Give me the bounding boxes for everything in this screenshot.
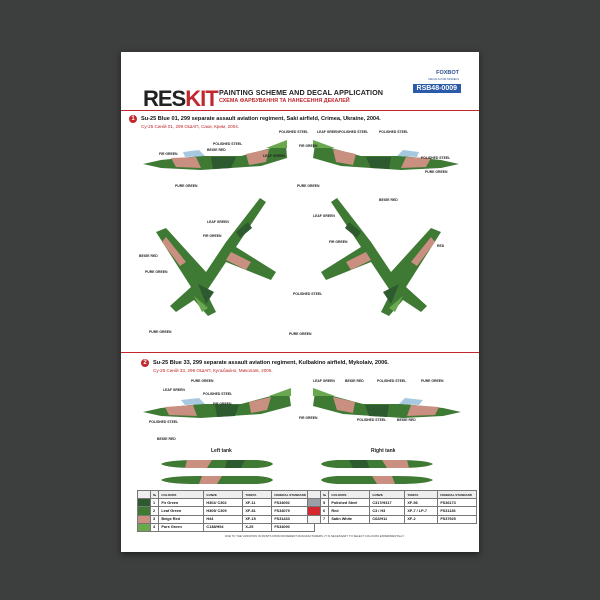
legend-row: 1 Fir Green H302/ C302 XF-11 FS34092: [137, 498, 316, 508]
legend-header: № COLOURS GUNZE TAMIYA FEDERAL STANDARD: [307, 489, 478, 500]
label-polished-steel-6: POLISHED STEEL: [293, 292, 323, 296]
left-tank-label: Left tank: [211, 448, 232, 454]
aircraft-2-side-left: [143, 388, 291, 418]
label-beige-red-4: BEIGE RED: [157, 437, 176, 441]
header-divider: [121, 110, 479, 111]
label-leaf-green: LEAF GREEN: [317, 130, 339, 134]
left-tank-top: [161, 460, 273, 484]
reskit-logo: RESKIT: [143, 86, 219, 111]
aircraft-1-top-view: [156, 198, 276, 316]
sheet-title: PAINTING SCHEME AND DECAL APPLICATION: [219, 88, 384, 97]
label-polished-steel: POLISHED STEEL: [279, 130, 309, 134]
swatch: [137, 506, 151, 516]
legend-row: 7 Satin White C62/H11 XF-2 FS37925: [307, 514, 478, 524]
label-fir-green-5: FIR GREEN: [213, 402, 232, 406]
swatch: [137, 522, 151, 532]
aircraft-2-side-right: [313, 388, 461, 418]
label-polished-steel-10: POLISHED STEEL: [357, 418, 387, 422]
label-polished-steel-9: POLISHED STEEL: [377, 379, 407, 383]
label-pure-green-2: PURE GREEN: [175, 184, 198, 188]
legend-footnote: DUE TO THE VARIATION IN PAINTS FROM DIFF…: [225, 534, 405, 538]
label-red: RED: [437, 244, 445, 248]
label-leaf-green-4: LEAF GREEN: [313, 214, 335, 218]
label-polished-steel-3: POLISHED STEEL: [379, 130, 409, 134]
aircraft-1-side-left: [143, 140, 287, 170]
label-beige-red-2: BEIGE RED: [379, 198, 398, 202]
legend-row: 6 Red C3 / H3 XF-7 / LP-7 FS31136: [307, 506, 478, 516]
label-leaf-green-5: LEAF GREEN: [163, 388, 185, 392]
section-2-number: 2: [141, 359, 149, 367]
aircraft-1-side-right: [313, 140, 459, 170]
label-leaf-green-3: LEAF GREEN: [207, 220, 229, 224]
label-fir-green-3: FIR GREEN: [203, 234, 222, 238]
instruction-sheet: RESKIT PAINTING SCHEME AND DECAL APPLICA…: [121, 52, 479, 552]
label-pure-green-3: PURE GREEN: [297, 184, 320, 188]
section-1-subtitle: Су-25 Синій 01, 299 ОШАП, Саки, Крим, 20…: [141, 124, 240, 129]
section-2-subtitle: Су-25 Синій 33, 299 ОШАП, Кульбакіно, Ми…: [153, 368, 273, 373]
label-beige-red-3: BEIGE RED: [139, 254, 158, 258]
legend-row: 4 Pure Green C138/H94 X-25 FS34090: [137, 522, 316, 532]
section-1-number: 1: [129, 115, 137, 123]
right-tank-label: Right tank: [371, 448, 396, 454]
label-polished-steel-2: POLISHED STEEL: [339, 130, 369, 134]
sheet-subtitle: СХЕМА ФАРБУВАННЯ ТА НАНЕСЕННЯ ДЕКАЛЕЙ: [219, 98, 350, 104]
label-fir-green-4: FIR GREEN: [329, 240, 348, 244]
label-pure-green: PURE GREEN: [425, 170, 448, 174]
label-beige-red-6: BEIGE RED: [397, 418, 416, 422]
label-polished-steel-7: POLISHED STEEL: [203, 392, 233, 396]
foxbot-sub: DECALS FOR MODELS: [428, 77, 459, 81]
label-pure-green-7: PURE GREEN: [191, 379, 214, 383]
label-pure-green-8: PURE GREEN: [421, 379, 444, 383]
section-1-title: Su-25 Blue 01, 299 separate assault avia…: [141, 116, 381, 122]
legend-row: 5 Polished Steel C317/H317 XF-56 FS36173: [307, 498, 478, 508]
label-polished-steel-4: POLISHED STEEL: [213, 142, 243, 146]
swatch: [307, 506, 321, 516]
colour-legend-left: № COLOURS GUNZE TAMIYA FEDERAL STANDARD …: [137, 489, 316, 532]
label-fir-green-6: FIR GREEN: [299, 416, 318, 420]
colour-legend-right: № COLOURS GUNZE TAMIYA FEDERAL STANDARD …: [307, 489, 478, 524]
legend-row: 3 Beige Red H44 XF-15 FS31433: [137, 514, 316, 524]
right-tank-top: [321, 460, 433, 484]
swatch: [307, 514, 321, 524]
label-polished-steel-5: POLISHED STEEL: [421, 156, 451, 160]
section-2-title: Su-25 Blue 33, 299 separate assault avia…: [153, 360, 389, 366]
label-beige-red-5: BEIGE RED: [345, 379, 364, 383]
label-fir-green: FIR GREEN: [159, 152, 178, 156]
label-pure-green-6: PURE GREEN: [289, 332, 312, 336]
legend-header: № COLOURS GUNZE TAMIYA FEDERAL STANDARD: [137, 489, 316, 500]
label-leaf-green-6: LEAF GREEN: [313, 379, 335, 383]
legend-row: 2 Leaf Green H309/ C309 XF-81 FS34079: [137, 506, 316, 516]
label-beige-red: BEIGE RED: [207, 148, 226, 152]
aircraft-1-bottom-view: [321, 198, 441, 316]
swatch: [137, 498, 151, 508]
label-leaf-green-2: LEAF GREEN: [263, 154, 285, 158]
label-pure-green-5: PURE GREEN: [149, 330, 172, 334]
label-polished-steel-8: POLISHED STEEL: [149, 420, 179, 424]
label-pure-green-4: PURE GREEN: [145, 270, 168, 274]
section-divider: [121, 352, 479, 353]
swatch: [307, 498, 321, 508]
label-fir-green-2: FIR GREEN: [299, 144, 318, 148]
swatch: [137, 514, 151, 524]
foxbot-logo: FOXBOT: [436, 70, 459, 76]
product-code: RSB48-0009: [412, 84, 461, 93]
